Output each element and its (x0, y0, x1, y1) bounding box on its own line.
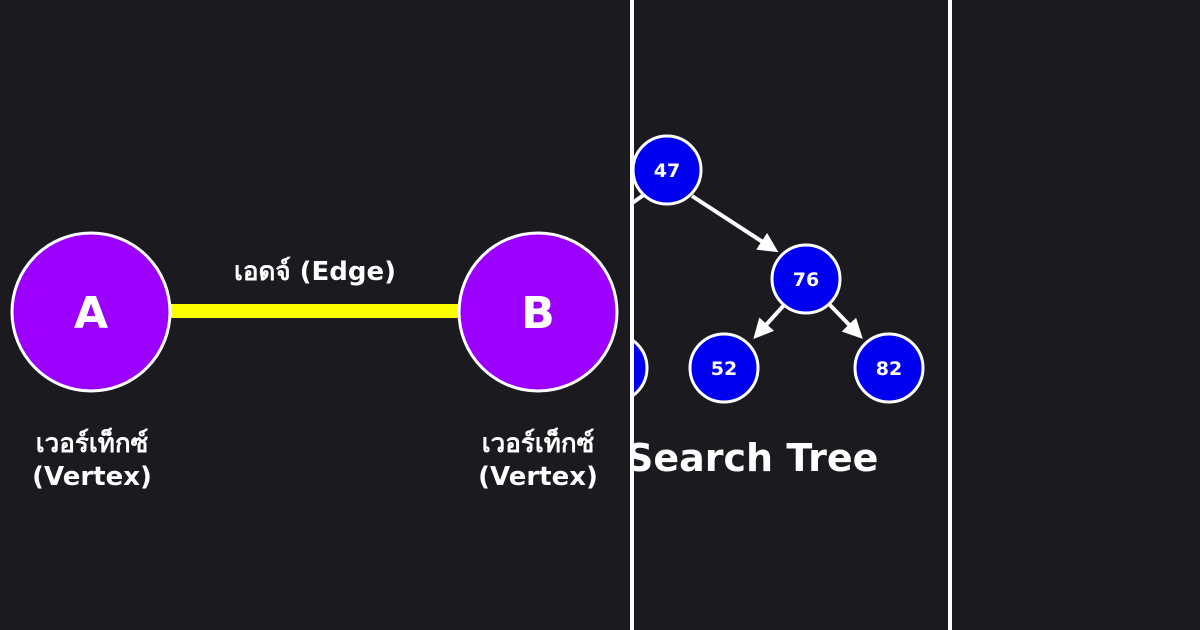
tree-node-76-label: 76 (793, 269, 819, 291)
tree-node-76 (770, 243, 842, 315)
edge-line (168, 304, 463, 318)
tree-node-52-label: 52 (711, 358, 737, 380)
panel-divider (630, 0, 634, 630)
vertex-b-caption-english: (Vertex) (478, 461, 598, 492)
graph-diagram: A B (10, 231, 619, 393)
tree-title: Search Tree (634, 436, 879, 480)
vertex-a-caption: เวอร์เท็กซ์ (Vertex) (0, 428, 192, 493)
tree-node-root (634, 134, 703, 206)
vertex-a-label: A (74, 288, 108, 339)
vertex-a-circle (10, 231, 172, 393)
tree-edge-76-82 (827, 302, 863, 339)
tree-node-52 (688, 332, 760, 404)
tree-diagram: 47 76 52 82 (634, 134, 925, 404)
vertex-a-caption-english: (Vertex) (32, 461, 152, 492)
tree-edge-76-52 (753, 302, 787, 339)
tree-node-82-label: 82 (876, 358, 902, 380)
vertex-b-caption: เวอร์เท็กซ์ (Vertex) (438, 428, 630, 493)
tree-edge-root-right (690, 194, 779, 253)
tree-node-82 (853, 332, 925, 404)
tree-panel: 47 76 52 82 Search Tree (634, 0, 948, 630)
empty-panel (952, 0, 1200, 630)
vertex-b-label: B (521, 288, 555, 339)
tree-node-root-label: 47 (654, 160, 680, 182)
edge-label: เอดจ์ (Edge) (233, 257, 397, 287)
vertex-b-caption-thai: เวอร์เท็กซ์ (481, 429, 595, 459)
graph-panel: A B เอดจ์ (Edge) เวอร์เท็กซ์ (Vertex) เว… (0, 231, 630, 493)
panel-divider (948, 0, 952, 630)
vertex-a-caption-thai: เวอร์เท็กซ์ (35, 429, 149, 459)
tree-node-left-partial (634, 339, 649, 397)
vertex-b-circle (457, 231, 619, 393)
